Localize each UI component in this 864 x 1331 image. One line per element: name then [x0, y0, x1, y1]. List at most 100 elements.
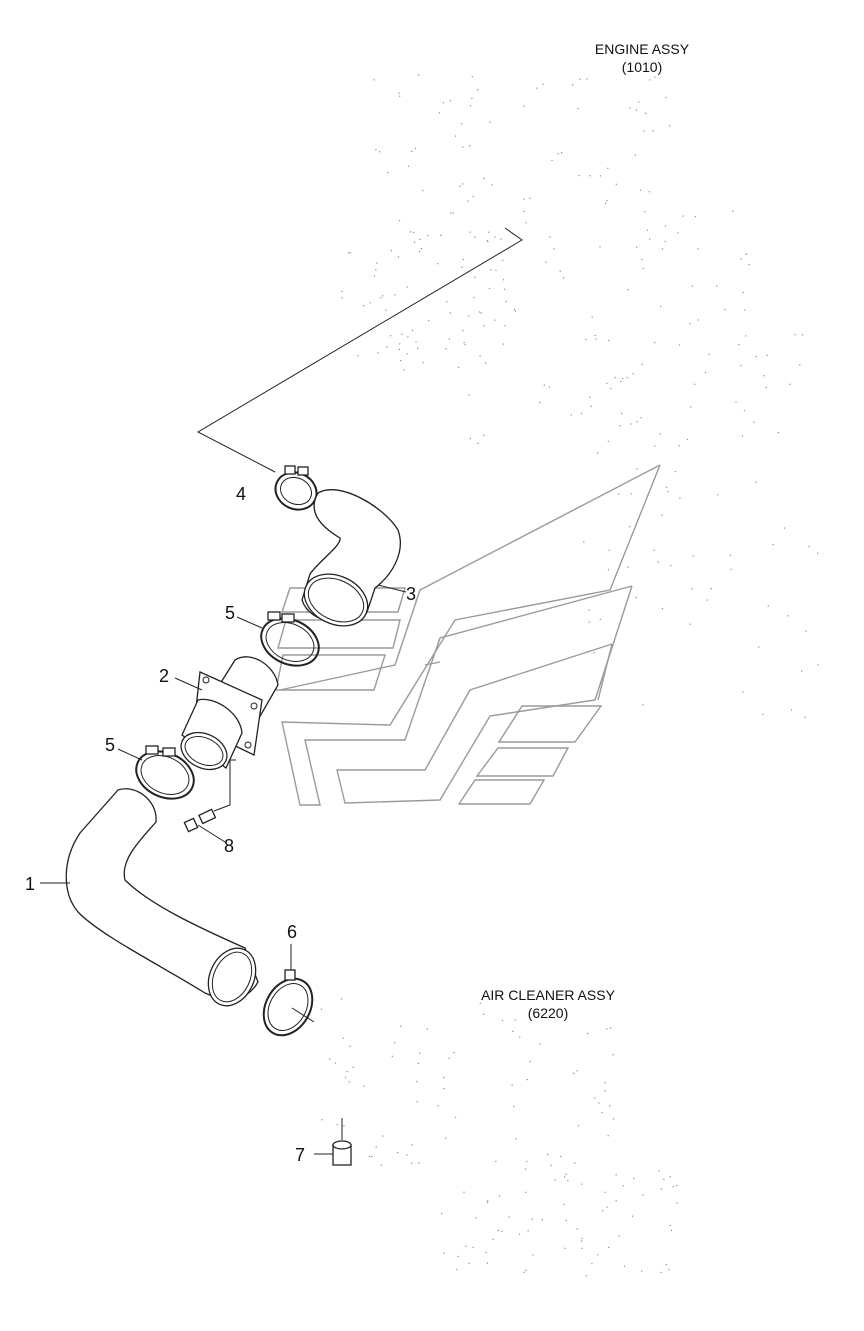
speckle-dot [471, 76, 473, 78]
speckle-dot [513, 1106, 515, 1108]
speckle-dot [615, 1200, 617, 1202]
speckle-dot [676, 1202, 678, 1204]
speckle-dot [462, 258, 464, 261]
speckle-dot [606, 1028, 608, 1030]
speckle-dot [609, 1105, 611, 1107]
speckle-dot [467, 200, 469, 202]
speckle-dot [363, 305, 365, 307]
speckle-dot [724, 309, 726, 311]
speckle-dot [639, 189, 642, 191]
speckle-dot [329, 1058, 331, 1060]
part-8-bolt [183, 808, 226, 843]
speckle-dot [502, 343, 504, 345]
speckle-dot [460, 123, 463, 125]
speckle-dot [525, 222, 527, 224]
speckle-dot [502, 259, 504, 261]
speckle-dot [419, 1052, 421, 1054]
speckle-dot [742, 291, 744, 294]
speckle-dot [665, 96, 667, 98]
speckle-dot [748, 264, 750, 266]
speckle-dot [321, 1119, 323, 1121]
speckle-dot [390, 335, 392, 337]
speckle-dot [597, 452, 599, 454]
speckle-dot [567, 1180, 569, 1182]
speckle-dot [553, 248, 555, 250]
speckle-dot [472, 1246, 474, 1248]
speckle-dot [615, 1174, 617, 1176]
speckle-dot [664, 240, 666, 243]
speckle-dot [661, 608, 664, 610]
speckle-dot [400, 360, 402, 362]
speckle-dot [407, 336, 409, 338]
speckle-dot [469, 438, 471, 440]
speckle-dot [581, 1183, 583, 1185]
speckle-dot [618, 1235, 620, 1237]
speckle-dot [565, 1220, 567, 1222]
part-5-lower-hose-clamp [117, 745, 195, 800]
speckle-dot [394, 294, 396, 296]
speckle-dot [630, 493, 632, 495]
speckle-dot [411, 1144, 413, 1146]
speckle-dot [645, 112, 647, 115]
speckle-dot [682, 215, 684, 217]
speckle-dot [706, 599, 708, 601]
speckle-dot [512, 1030, 514, 1032]
speckle-dot [657, 561, 659, 563]
speckle-dot [550, 1164, 552, 1166]
speckle-dot [804, 716, 806, 718]
speckle-dot [689, 623, 691, 625]
speckle-dot [438, 112, 440, 114]
speckle-dot [490, 269, 492, 271]
callout-5-lower: 5 [105, 735, 115, 755]
speckle-dot [633, 1177, 635, 1180]
speckle-dot [419, 238, 421, 240]
speckle-dot [636, 246, 638, 248]
part-1-long-elbow-hose [40, 788, 259, 1007]
speckle-dot [529, 197, 531, 199]
speckle-dot [629, 107, 631, 109]
speckle-dot [545, 261, 547, 263]
speckle-dot [605, 202, 607, 204]
speckle-dot [606, 382, 608, 384]
speckle-dot [374, 275, 376, 277]
speckle-dot [677, 232, 679, 234]
engine-assy-label: ENGINE ASSY [595, 41, 690, 57]
speckle-dot [380, 297, 382, 299]
speckle-dot [564, 1247, 566, 1249]
speckle-dot [442, 102, 444, 104]
speckle-dot [790, 709, 793, 711]
part-7-fitting [314, 1118, 352, 1166]
speckle-dot [799, 364, 801, 366]
speckle-dot [416, 1081, 418, 1083]
speckle-dot [465, 1245, 467, 1247]
speckle-dot [604, 1082, 606, 1084]
speckle-dot [449, 100, 452, 102]
speckle-dot [632, 373, 634, 375]
speckle-dot [459, 185, 461, 187]
speckle-dot [642, 267, 644, 270]
speckle-dot [789, 383, 791, 385]
speckle-dot [474, 236, 476, 238]
speckle-dot [585, 339, 587, 341]
speckle-dot [463, 342, 465, 344]
speckle-dot [495, 1160, 497, 1163]
speckle-dot [526, 1079, 528, 1081]
speckle-dot [601, 1112, 603, 1114]
speckle-dot [808, 545, 810, 548]
speckle-dot [542, 83, 544, 85]
part-2-flange-adapter [174, 656, 279, 812]
speckle-dot [560, 1155, 562, 1157]
speckle-dot [445, 1137, 447, 1139]
speckle-dot [646, 229, 649, 231]
speckle-dot [342, 1037, 344, 1039]
speckle-dot [763, 375, 765, 377]
speckle-dot [349, 252, 351, 254]
speckle-dot [448, 1057, 450, 1059]
callout-1: 1 [25, 874, 35, 894]
speckle-dot [777, 432, 779, 434]
speckle-dot [468, 1262, 470, 1264]
speckle-dot [427, 235, 429, 237]
speckle-dot [634, 154, 636, 156]
speckle-dot [665, 1264, 667, 1266]
speckle-dot [536, 87, 538, 89]
